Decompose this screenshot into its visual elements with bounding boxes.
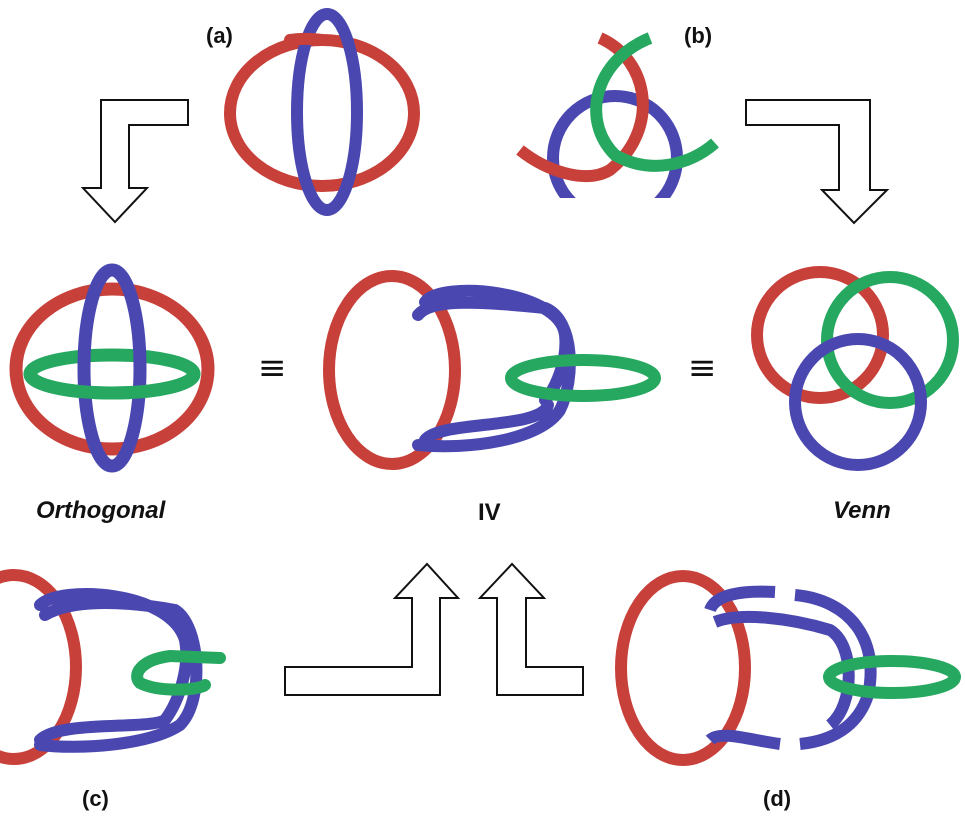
blue-ring	[291, 8, 363, 216]
red-ring-overpass	[284, 32, 328, 46]
iv-link	[323, 270, 661, 470]
red-ring	[751, 266, 889, 404]
blue-arc-top-left	[704, 585, 776, 613]
arrow-c-to-iv	[284, 562, 461, 696]
equivalence-sign-right: ≡	[688, 348, 717, 388]
green-ring	[821, 271, 959, 409]
arrow-b-to-venn	[745, 99, 890, 225]
blue-arc-inner	[712, 610, 855, 730]
panel-d-link	[615, 570, 961, 766]
label-b: (b)	[684, 23, 713, 48]
arrows	[80, 99, 890, 696]
label-d: (d)	[763, 786, 792, 811]
red-arc	[516, 32, 649, 183]
orthogonal-title: Orthogonal	[36, 497, 166, 524]
panel-a-two-ring-link	[224, 8, 420, 216]
panel-b-three-arcs	[516, 32, 719, 198]
red-ring	[224, 34, 420, 192]
arrow-a-to-orthogonal	[80, 99, 189, 224]
arrow-d-to-iv	[477, 562, 584, 696]
red-ring	[323, 270, 461, 470]
blue-ring	[789, 333, 927, 471]
red-ring	[0, 569, 82, 765]
green-ring	[505, 354, 661, 402]
venn-title: Venn	[833, 497, 891, 524]
orthogonal-link	[9, 263, 215, 473]
blue-ring	[77, 263, 147, 473]
green-ring-front	[23, 367, 201, 400]
label-c: (c)	[82, 786, 109, 811]
panel-c-link	[0, 569, 226, 765]
green-ring	[823, 655, 961, 699]
venn-link	[751, 266, 959, 471]
label-a: (a)	[206, 23, 233, 48]
blue-arc-bottom-left	[705, 729, 781, 750]
green-arc	[590, 32, 719, 172]
green-ring	[131, 649, 226, 696]
equivalence-sign-left: ≡	[258, 348, 287, 388]
red-ring	[615, 570, 751, 766]
red-ring	[9, 282, 215, 456]
iv-title: IV	[478, 499, 501, 526]
